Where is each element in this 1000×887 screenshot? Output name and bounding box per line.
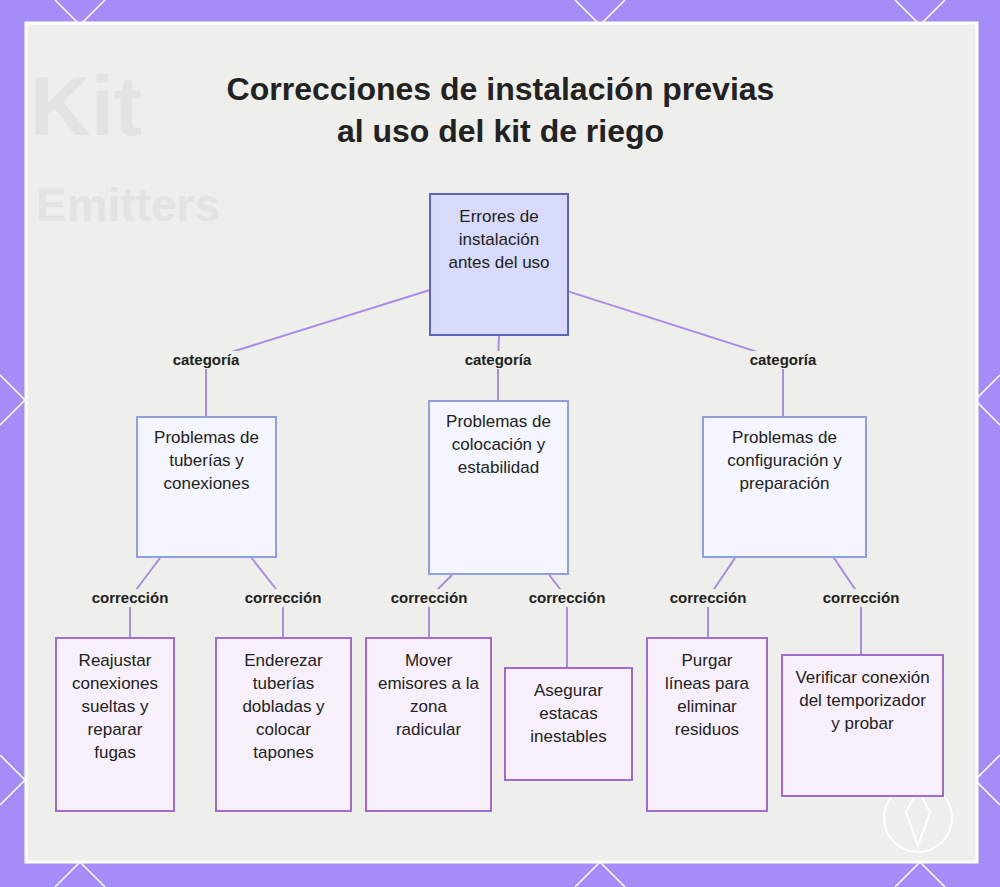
- category-box: Problemas de tuberías y conexiones: [136, 416, 277, 558]
- node-text: Problemas de configuración y preparación: [704, 418, 865, 495]
- border-lines: [55, 0, 945, 25]
- node-text: Errores de instalación antes del uso: [431, 195, 567, 274]
- edge-label: corrección: [667, 589, 750, 607]
- correction-box: Enderezar tuberías dobladas y colocar ta…: [215, 637, 352, 812]
- node-text: Verificar conexión del temporizador y pr…: [783, 656, 942, 735]
- panel: [26, 23, 977, 862]
- correction-box: Verificar conexión del temporizador y pr…: [781, 654, 944, 797]
- edge-label: corrección: [388, 589, 471, 607]
- watermark-text: Emitters: [36, 178, 220, 232]
- category-box: Problemas de configuración y preparación: [702, 416, 867, 558]
- border-lines: [55, 862, 945, 887]
- node-text: Enderezar tuberías dobladas y colocar ta…: [217, 639, 350, 764]
- category-box: Problemas de colocación y estabilidad: [428, 400, 569, 575]
- correction-box: Mover emisores a la zona radicular: [365, 637, 492, 812]
- correction-box: Asegurar estacas inestables: [504, 667, 633, 781]
- diagram-title: Correcciones de instalación previas al u…: [218, 68, 783, 152]
- edge-label: corrección: [242, 589, 325, 607]
- correction-box: Purgar líneas para eliminar residuos: [646, 637, 768, 812]
- edge-label: categoría: [170, 351, 243, 369]
- root-box: Errores de instalación antes del uso: [429, 193, 569, 336]
- node-text: Purgar líneas para eliminar residuos: [648, 639, 766, 741]
- node-text: Problemas de tuberías y conexiones: [138, 418, 275, 495]
- edge-label: categoría: [747, 351, 820, 369]
- watermark-text: Kit: [30, 58, 142, 155]
- logo-leaf: [906, 790, 930, 846]
- node-text: Mover emisores a la zona radicular: [367, 639, 490, 741]
- edge-label: corrección: [526, 589, 609, 607]
- edge-label: categoría: [462, 351, 535, 369]
- node-text: Reajustar conexiones sueltas y reparar f…: [57, 639, 173, 764]
- node-text: Asegurar estacas inestables: [506, 669, 631, 748]
- edge-label: corrección: [820, 589, 903, 607]
- correction-box: Reajustar conexiones sueltas y reparar f…: [55, 637, 175, 812]
- node-text: Problemas de colocación y estabilidad: [430, 402, 567, 479]
- edge-label: corrección: [89, 589, 172, 607]
